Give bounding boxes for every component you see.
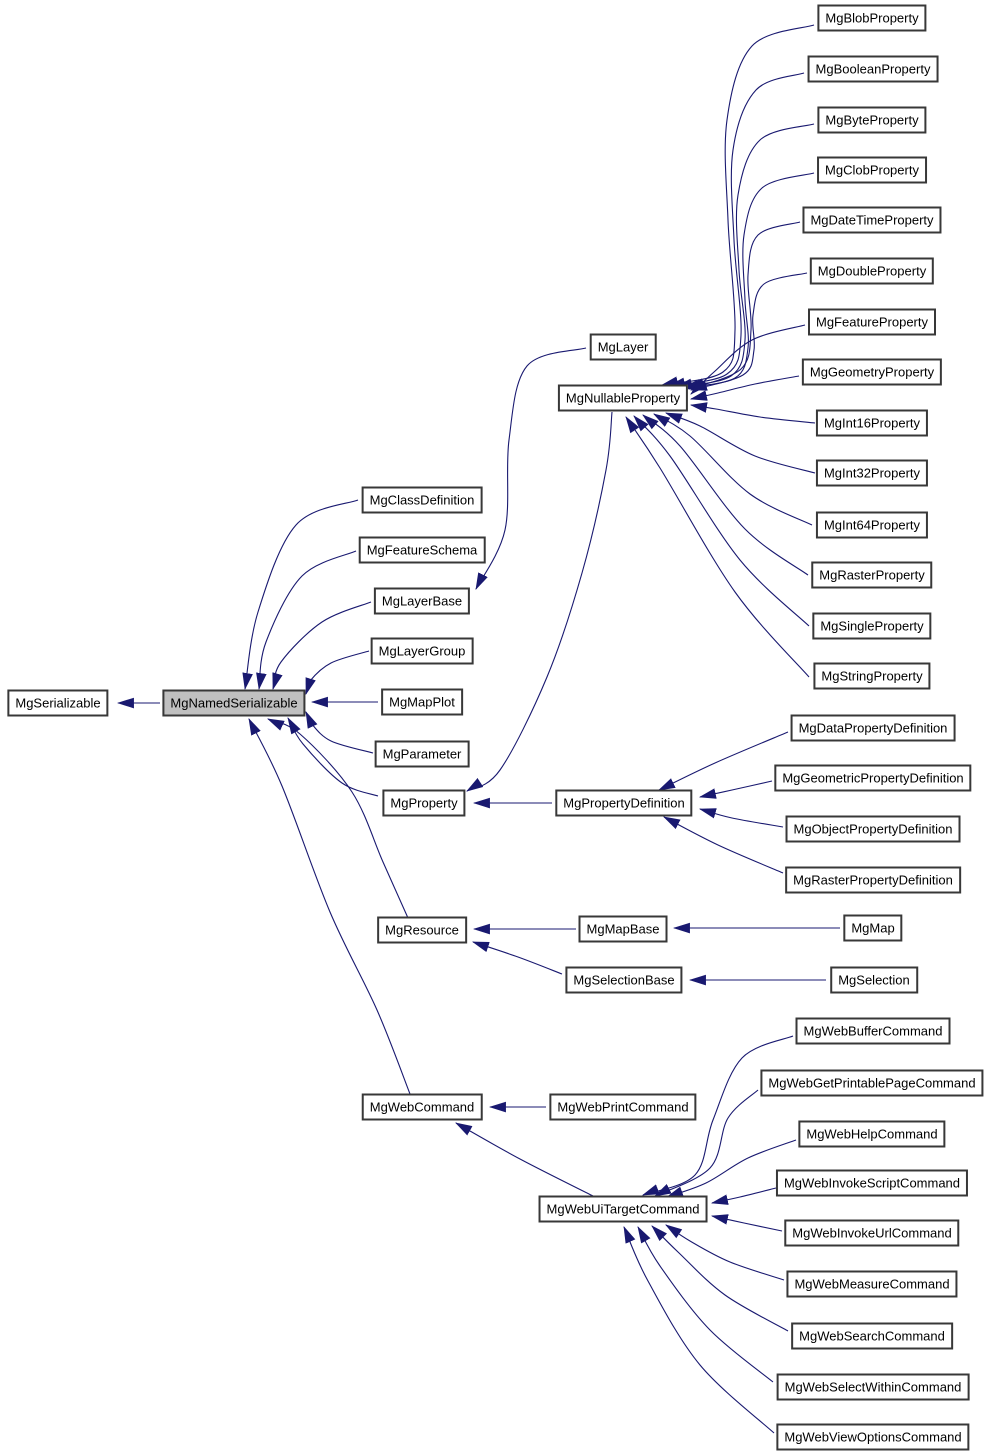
edge-mg-geometry-property-to-mg-nullable-property <box>689 375 800 401</box>
class-node-mg-clob-property[interactable]: MgClobProperty <box>817 156 927 184</box>
edge-mg-blob-property-to-mg-nullable-property <box>660 24 815 387</box>
class-node-mg-int64-property[interactable]: MgInt64Property <box>815 511 929 539</box>
edge-mg-single-property-to-mg-nullable-property <box>633 415 810 627</box>
edge-mg-web-command-to-mg-named-serializable <box>248 718 411 1095</box>
class-node-mg-web-print-command[interactable]: MgWebPrintCommand <box>549 1093 697 1121</box>
class-node-mg-layer-base[interactable]: MgLayerBase <box>373 587 471 615</box>
edge-mg-feature-property-to-mg-nullable-property <box>690 324 806 395</box>
class-node-mg-map[interactable]: MgMap <box>843 914 903 942</box>
edge-mg-data-property-definition-to-mg-property-definition <box>658 731 789 791</box>
edge-mg-int64-property-to-mg-nullable-property <box>653 413 813 526</box>
class-node-mg-single-property[interactable]: MgSingleProperty <box>812 612 932 640</box>
class-node-mg-web-ui-target-command[interactable]: MgWebUiTargetCommand <box>538 1195 708 1223</box>
edge-mg-web-measure-command-to-mg-web-ui-target-command <box>665 1224 785 1281</box>
class-node-mg-class-definition[interactable]: MgClassDefinition <box>361 486 483 514</box>
edge-mg-web-help-command-to-mg-web-ui-target-command <box>665 1139 797 1198</box>
class-node-mg-nullable-property[interactable]: MgNullableProperty <box>557 384 689 412</box>
class-node-mg-date-time-property[interactable]: MgDateTimeProperty <box>802 206 942 234</box>
class-node-mg-byte-property[interactable]: MgByteProperty <box>817 106 927 134</box>
edge-mg-date-time-property-to-mg-nullable-property <box>688 221 801 390</box>
edge-mg-web-select-within-command-to-mg-web-ui-target-command <box>637 1226 774 1383</box>
class-node-mg-layer[interactable]: MgLayer <box>589 333 657 361</box>
class-node-mg-web-invoke-url-command[interactable]: MgWebInvokeUrlCommand <box>784 1219 960 1247</box>
edge-mg-geometric-property-definition-to-mg-property-definition <box>698 780 773 799</box>
edge-mg-layer-to-mg-layer-base <box>475 347 587 590</box>
edge-mg-resource-to-mg-named-serializable <box>267 718 409 919</box>
class-node-mg-named-serializable[interactable]: MgNamedSerializable <box>162 689 306 717</box>
class-node-mg-web-measure-command[interactable]: MgWebMeasureCommand <box>786 1270 958 1298</box>
edge-mg-boolean-property-to-mg-nullable-property <box>667 72 805 388</box>
edge-mg-web-buffer-command-to-mg-web-ui-target-command <box>642 1035 794 1196</box>
edge-mg-property-to-mg-named-serializable <box>287 717 379 797</box>
edge-mg-web-search-command-to-mg-web-ui-target-command <box>651 1225 789 1332</box>
edge-mg-layer-base-to-mg-named-serializable <box>272 601 372 691</box>
class-node-mg-web-get-printable-page-command[interactable]: MgWebGetPrintablePageCommand <box>760 1069 984 1097</box>
edge-mg-web-invoke-script-command-to-mg-web-ui-target-command <box>710 1187 777 1205</box>
class-node-mg-web-view-options-command[interactable]: MgWebViewOptionsCommand <box>776 1423 970 1451</box>
class-node-mg-serializable[interactable]: MgSerializable <box>7 689 109 717</box>
edge-mg-class-definition-to-mg-named-serializable <box>242 499 359 691</box>
class-node-mg-layer-group[interactable]: MgLayerGroup <box>370 637 474 665</box>
class-node-mg-int16-property[interactable]: MgInt16Property <box>815 409 929 437</box>
class-node-mg-web-help-command[interactable]: MgWebHelpCommand <box>798 1120 946 1148</box>
class-node-mg-map-base[interactable]: MgMapBase <box>578 915 668 943</box>
class-node-mg-feature-property[interactable]: MgFeatureProperty <box>808 308 936 336</box>
edge-mg-web-invoke-url-command-to-mg-web-ui-target-command <box>710 1214 783 1232</box>
class-node-mg-map-plot[interactable]: MgMapPlot <box>381 688 463 716</box>
edge-mg-nullable-property-to-mg-property <box>466 411 613 792</box>
inheritance-arrows <box>116 24 840 1434</box>
edge-mg-parameter-to-mg-named-serializable <box>305 711 374 754</box>
edge-mg-layer-group-to-mg-named-serializable <box>305 650 370 696</box>
edge-mg-feature-schema-to-mg-named-serializable <box>256 550 357 691</box>
class-node-mg-parameter[interactable]: MgParameter <box>374 740 470 768</box>
edge-mg-double-property-to-mg-nullable-property <box>689 272 808 391</box>
class-node-mg-property[interactable]: MgProperty <box>382 789 466 817</box>
class-node-mg-geometric-property-definition[interactable]: MgGeometricPropertyDefinition <box>774 764 972 792</box>
class-node-mg-web-search-command[interactable]: MgWebSearchCommand <box>791 1322 953 1350</box>
edge-mg-object-property-definition-to-mg-property-definition <box>698 808 784 828</box>
class-node-mg-blob-property[interactable]: MgBlobProperty <box>817 4 927 32</box>
edge-mg-web-ui-target-command-to-mg-web-command <box>455 1122 594 1197</box>
class-node-mg-string-property[interactable]: MgStringProperty <box>813 662 931 690</box>
edge-mg-raster-property-to-mg-nullable-property <box>642 414 809 576</box>
class-node-mg-data-property-definition[interactable]: MgDataPropertyDefinition <box>790 714 956 742</box>
class-node-mg-feature-schema[interactable]: MgFeatureSchema <box>358 536 486 564</box>
edge-mg-int32-property-to-mg-nullable-property <box>665 412 816 474</box>
edge-mg-byte-property-to-mg-nullable-property <box>674 123 815 390</box>
class-node-mg-web-invoke-script-command[interactable]: MgWebInvokeScriptCommand <box>775 1169 969 1197</box>
edge-mg-web-get-printable-page-command-to-mg-web-ui-target-command <box>654 1089 759 1197</box>
edge-mg-raster-property-definition-to-mg-property-definition <box>663 816 784 874</box>
class-node-mg-object-property-definition[interactable]: MgObjectPropertyDefinition <box>785 815 961 843</box>
class-node-mg-geometry-property[interactable]: MgGeometryProperty <box>801 358 943 386</box>
edge-mg-int16-property-to-mg-nullable-property <box>689 402 816 424</box>
class-node-mg-web-buffer-command[interactable]: MgWebBufferCommand <box>795 1017 951 1045</box>
class-node-mg-selection[interactable]: MgSelection <box>830 966 918 994</box>
class-node-mg-web-command[interactable]: MgWebCommand <box>361 1093 483 1121</box>
class-node-mg-raster-property[interactable]: MgRasterProperty <box>811 561 933 589</box>
class-node-mg-int32-property[interactable]: MgInt32Property <box>815 459 929 487</box>
edge-mg-selection-base-to-mg-resource <box>471 941 563 975</box>
class-node-mg-web-select-within-command[interactable]: MgWebSelectWithinCommand <box>776 1373 970 1401</box>
class-node-mg-raster-property-definition[interactable]: MgRasterPropertyDefinition <box>785 866 961 894</box>
class-node-mg-boolean-property[interactable]: MgBooleanProperty <box>807 55 939 83</box>
edge-mg-string-property-to-mg-nullable-property <box>625 416 810 678</box>
edge-mg-web-view-options-command-to-mg-web-ui-target-command <box>623 1226 775 1434</box>
class-node-mg-selection-base[interactable]: MgSelectionBase <box>565 966 683 994</box>
class-node-mg-property-definition[interactable]: MgPropertyDefinition <box>555 789 693 817</box>
class-node-mg-double-property[interactable]: MgDoubleProperty <box>809 257 935 285</box>
class-node-mg-resource[interactable]: MgResource <box>377 916 467 944</box>
